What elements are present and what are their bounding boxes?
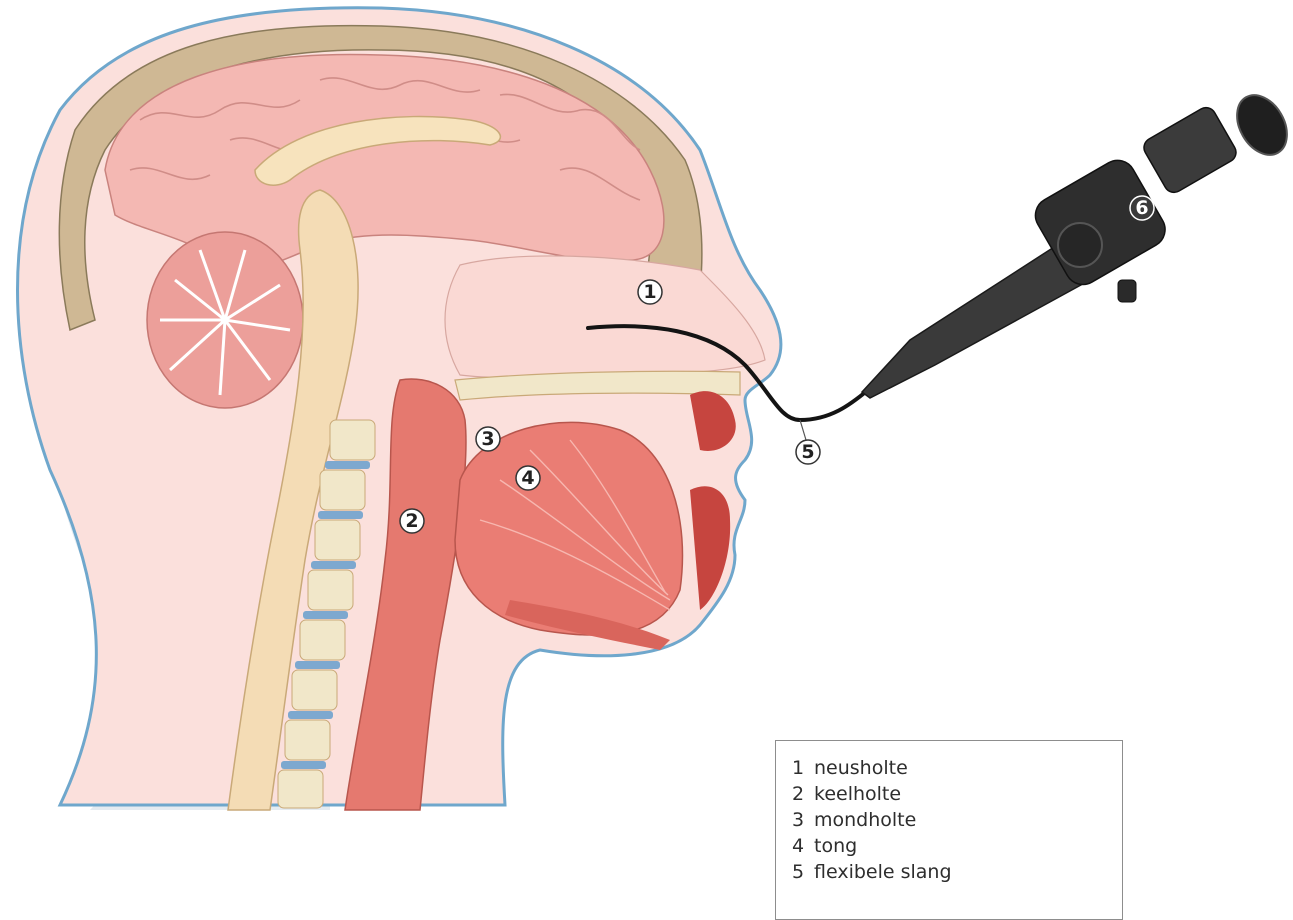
legend-number: 5 bbox=[792, 859, 814, 885]
legend-label: tong bbox=[814, 835, 857, 857]
marker-1: 1 bbox=[638, 280, 662, 304]
endoscope-shaft bbox=[862, 240, 1090, 398]
marker-3: 3 bbox=[476, 427, 500, 451]
tube-leader-line bbox=[800, 420, 806, 440]
legend-label: mondholte bbox=[814, 809, 916, 831]
legend-number: 4 bbox=[792, 833, 814, 859]
marker-4: 4 bbox=[516, 466, 540, 490]
endoscope-knob bbox=[1058, 223, 1102, 267]
marker-1-label: 1 bbox=[643, 281, 656, 303]
endoscope bbox=[862, 86, 1293, 398]
eyepiece-lens bbox=[1227, 86, 1293, 163]
legend-number: 1 bbox=[792, 755, 814, 781]
marker-2-label: 2 bbox=[405, 510, 418, 532]
marker-6-label: 6 bbox=[1135, 197, 1148, 219]
endoscope-eyepiece bbox=[1140, 104, 1239, 196]
endoscope-clip bbox=[1118, 280, 1136, 302]
marker-4-label: 4 bbox=[521, 467, 534, 489]
legend-number: 3 bbox=[792, 807, 814, 833]
legend-number: 2 bbox=[792, 781, 814, 807]
marker-2: 2 bbox=[400, 509, 424, 533]
marker-5-label: 5 bbox=[801, 441, 814, 463]
legend-label: flexibele slang bbox=[814, 861, 952, 883]
marker-3-label: 3 bbox=[481, 428, 494, 450]
marker-5: 5 bbox=[796, 440, 820, 464]
legend-label: neusholte bbox=[814, 757, 908, 779]
legend-label: keelholte bbox=[814, 783, 901, 805]
marker-6: 6 bbox=[1130, 196, 1154, 220]
